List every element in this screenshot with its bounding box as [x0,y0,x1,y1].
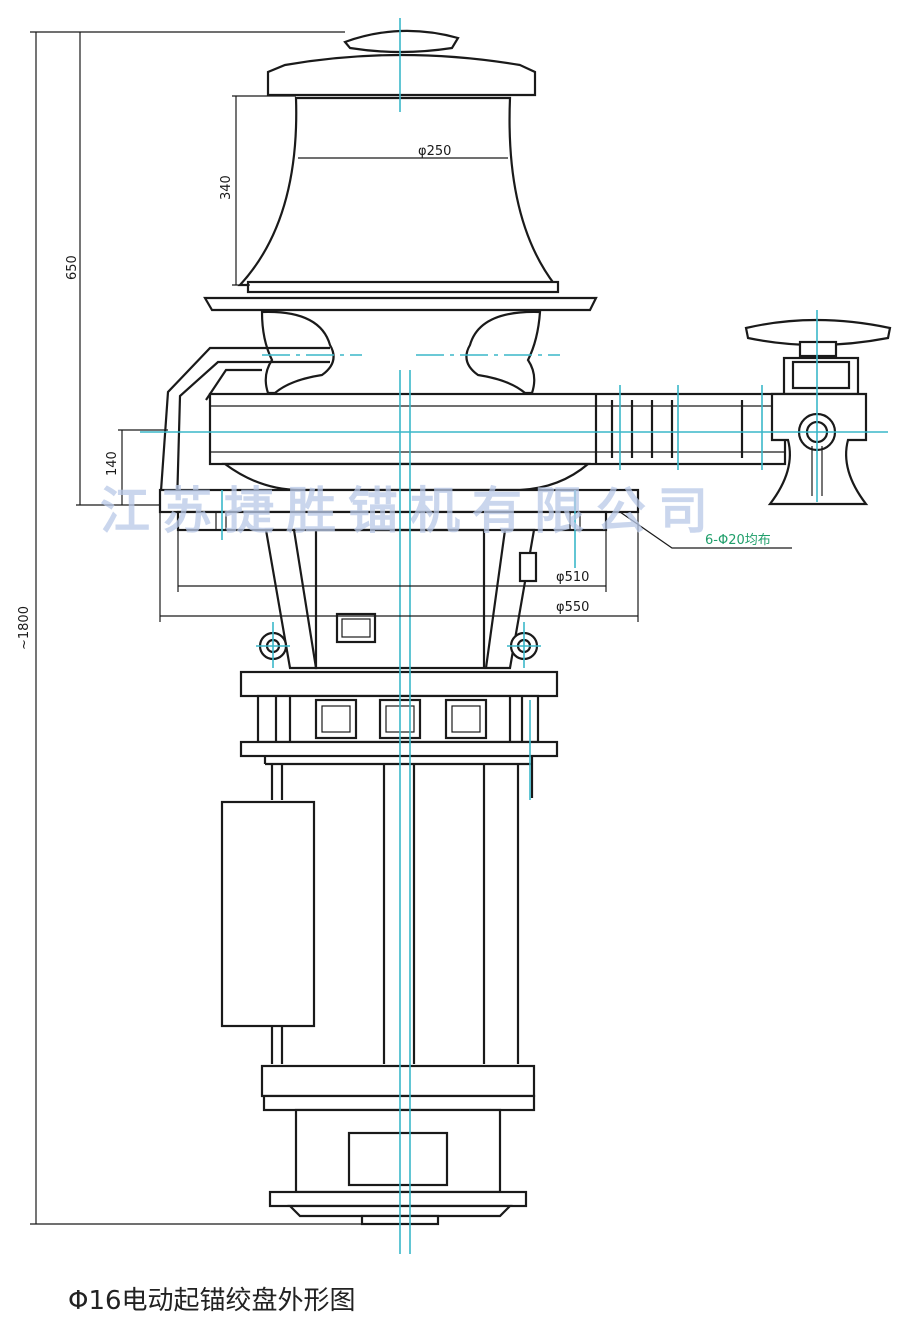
capstan-drum [203,96,598,312]
dim-bolt-circle: φ510 [556,570,589,585]
deck-base-plate [158,488,640,532]
chain-wheel [260,310,542,395]
dim-base-height: 140 [105,451,120,476]
dim-bolts: 6-Φ20均布 [705,533,771,548]
centerlines [140,18,888,1254]
chain-guide [158,346,330,506]
dimension-lines [30,31,792,1225]
dim-drum-diameter: φ250 [418,144,451,159]
bottom-gearbox [268,1108,528,1226]
dim-total-height: ~1800 [17,606,32,650]
drawing-caption: Φ16电动起锚绞盘外形图 [68,1286,356,1316]
motor-body [220,762,536,1112]
company-watermark: 江苏捷胜锚机有限公司 [100,482,720,540]
support-column [258,528,539,670]
capstan-cap [266,29,537,97]
dimension-texts: φ250 340 650 140 ~1800 φ510 φ550 6-Φ20均布 [17,144,771,650]
handwheel-brake [744,318,892,506]
dim-drum-height: 340 [219,175,234,200]
gear-housing-arm [208,392,787,492]
coupling-flange [239,670,559,764]
dim-top-height: 650 [65,255,80,280]
dim-base-diameter: φ550 [556,600,589,615]
